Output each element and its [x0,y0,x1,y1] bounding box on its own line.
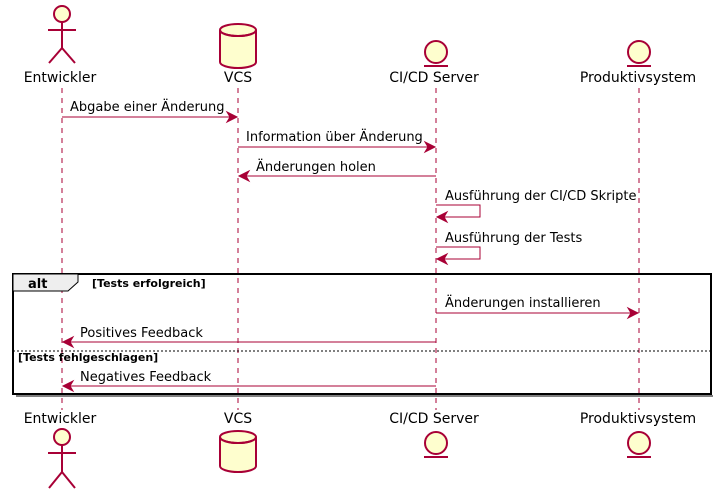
actor-entwickler-top [48,5,76,64]
participant-label-entwickler-top: Entwickler [24,70,97,86]
participant-label-cicd-top: CI/CD Server [389,70,479,86]
message-label-6: Änderungen installieren [445,295,601,311]
participant-label-cicd-bottom: CI/CD Server [389,411,479,427]
participant-label-vcs-bottom: VCS [224,411,252,427]
database-vcs-top [219,23,257,69]
message-label-8: Negatives Feedback [80,370,212,385]
message-label-7: Positives Feedback [80,326,203,341]
entity-cicd-bottom [424,431,448,458]
message-label-1: Abgabe einer Änderung [70,99,225,115]
message-4-self: Ausführung der CI/CD Skripte [435,189,637,224]
entity-produktivsystem-bottom [627,431,651,458]
message-5-self: Ausführung der Tests [435,231,582,266]
alt-condition-1: [Tests erfolgreich] [92,277,206,290]
database-vcs-bottom [219,430,257,473]
participant-label-entwickler-bottom: Entwickler [24,411,97,427]
participant-label-vcs-top: VCS [224,70,252,86]
entity-produktivsystem-top [627,40,651,67]
message-7: Positives Feedback [61,326,436,349]
entity-cicd-top [424,40,448,67]
alt-fragment: alt [Tests erfolgreich] [Tests fehlgesch… [12,273,713,397]
actor-entwickler-bottom [48,428,76,489]
alt-keyword: alt [28,277,47,292]
message-label-5: Ausführung der Tests [445,231,582,246]
message-1: Abgabe einer Änderung [62,99,239,124]
message-2: Information über Änderung [238,129,437,154]
message-label-3: Änderungen holen [256,159,376,175]
participant-label-produktivsystem-top: Produktivsystem [580,70,696,86]
participant-label-produktivsystem-bottom: Produktivsystem [580,411,696,427]
message-3: Änderungen holen [237,159,436,183]
message-label-2: Information über Änderung [246,129,423,145]
message-label-4: Ausführung der CI/CD Skripte [445,189,637,204]
message-8: Negatives Feedback [61,370,436,393]
message-6: Änderungen installieren [436,295,640,320]
alt-condition-2: [Tests fehlgeschlagen] [18,351,158,364]
